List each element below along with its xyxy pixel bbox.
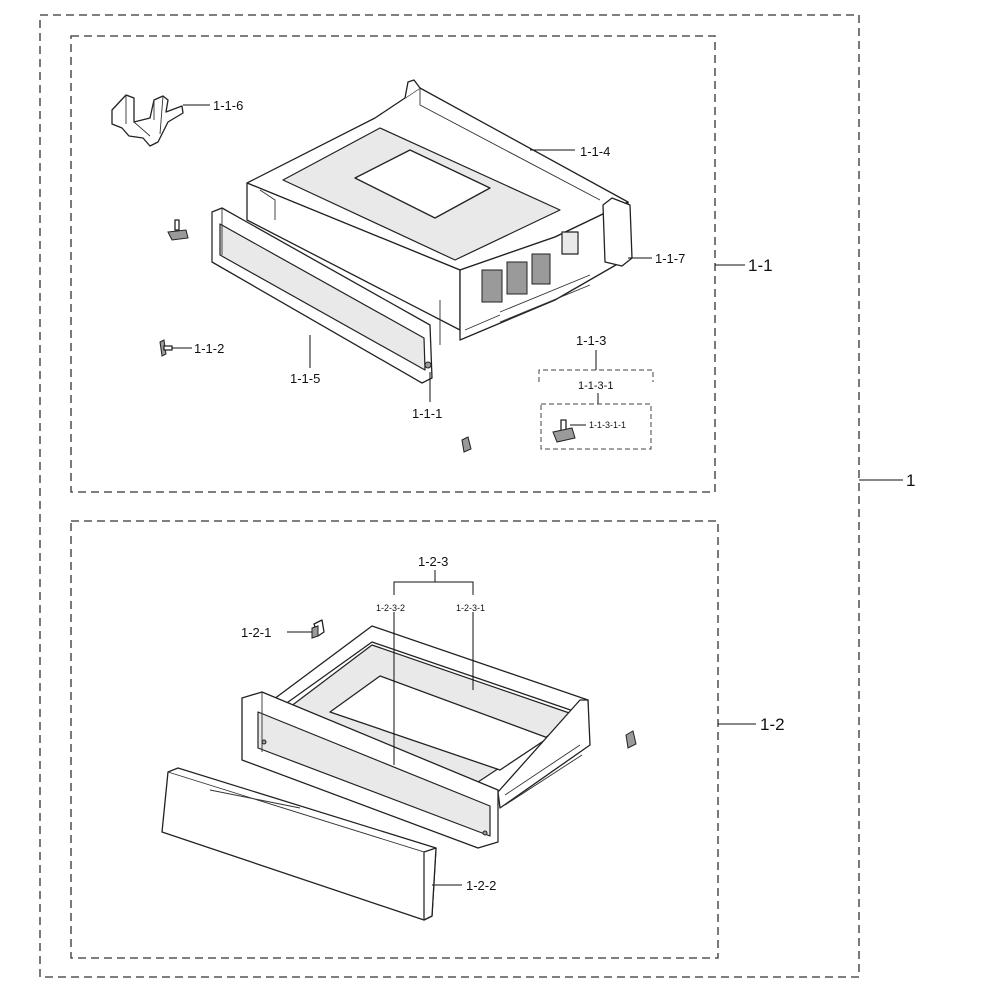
part-1-1-5-frame [211, 207, 433, 384]
label-1-2-3-2: 1-2-3-2 [376, 603, 405, 613]
part-clip-small [461, 436, 472, 453]
label-1-2-2: 1-2-2 [466, 878, 496, 893]
label-1-2: 1-2 [760, 715, 785, 734]
label-1-1-4: 1-1-4 [580, 144, 610, 159]
label-1-1-3: 1-1-3 [576, 333, 606, 348]
label-1-1: 1-1 [748, 256, 773, 275]
group-1-1-3-bracket [538, 369, 654, 382]
label-1-1-7: 1-1-7 [655, 251, 685, 266]
subassembly-1-1-outline [70, 35, 716, 493]
label-1: 1 [906, 471, 915, 490]
part-1-2-1-clip [311, 619, 325, 639]
label-1-1-3-1-1: 1-1-3-1-1 [589, 420, 626, 430]
part-clip-right [625, 730, 637, 749]
label-1-1-5: 1-1-5 [290, 371, 320, 386]
label-1-1-2: 1-1-2 [194, 341, 224, 356]
assembly-1-outline [39, 14, 860, 978]
part-1-1-4-chassis [246, 79, 633, 345]
label-1-2-1: 1-2-1 [241, 625, 271, 640]
label-1-1-3-1: 1-1-3-1 [578, 380, 613, 392]
group-1-2-3-bracket [393, 581, 474, 595]
part-1-1-3-1-1-foot [552, 419, 576, 443]
group-1-1-3-1-outline [540, 403, 652, 450]
label-1-2-3: 1-2-3 [418, 554, 448, 569]
part-foot-screw-left [167, 219, 189, 241]
subassembly-1-2-outline [70, 520, 719, 959]
part-1-2-2-front-cover [161, 767, 437, 921]
part-1-2-3-drawer [241, 625, 591, 849]
label-1-1-1: 1-1-1 [412, 406, 442, 421]
part-1-1-2-clip [159, 339, 173, 357]
label-1-1-6: 1-1-6 [213, 98, 243, 113]
part-1-1-6-bracket [111, 94, 184, 147]
label-1-2-3-1: 1-2-3-1 [456, 603, 485, 613]
